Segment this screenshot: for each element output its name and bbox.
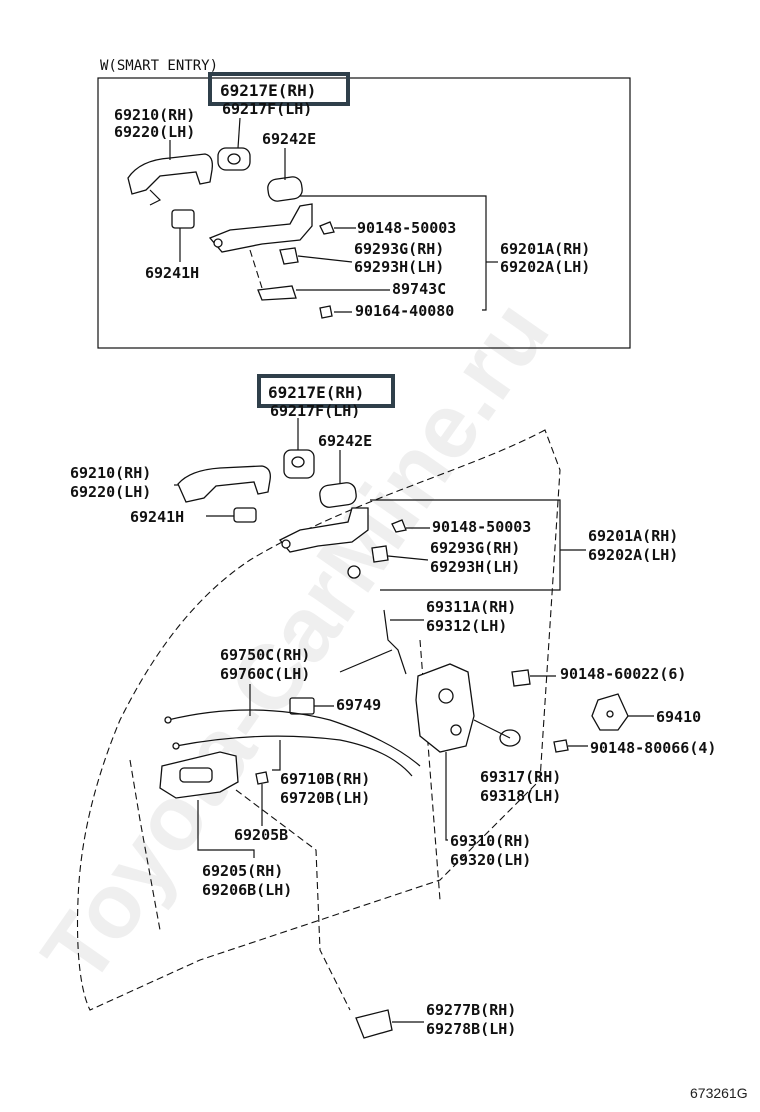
inset-label-69201A[interactable]: 69201A(RH) [500, 240, 590, 258]
main-label-69220[interactable]: 69220(LH) [70, 483, 151, 501]
inner-cover-icon[interactable] [355, 1009, 393, 1039]
lock-rod-icon[interactable] [383, 609, 407, 675]
inset-outer-handle-icon[interactable] [127, 153, 213, 195]
main-label-69720B[interactable]: 69720B(LH) [280, 789, 370, 807]
inset-label-90164-40080[interactable]: 90164-40080 [355, 302, 454, 320]
inset-pad-icon[interactable] [267, 176, 304, 203]
inset-label-69217E[interactable]: 69217E(RH) [220, 81, 316, 100]
inset-label-69242E[interactable]: 69242E [262, 130, 316, 148]
inset-bracket-icon[interactable] [257, 285, 297, 301]
inset-pad-small-icon[interactable] [171, 209, 195, 229]
lock-screw-icon[interactable] [511, 669, 531, 687]
main-label-69278B[interactable]: 69278B(LH) [426, 1020, 516, 1038]
inset-frame-icon[interactable] [208, 203, 313, 253]
main-label-69217F[interactable]: 69217F(LH) [270, 402, 360, 420]
main-label-69317[interactable]: 69317(RH) [480, 768, 561, 786]
main-label-69201A[interactable]: 69201A(RH) [588, 527, 678, 545]
bolt-icon[interactable] [347, 565, 361, 579]
main-label-69210[interactable]: 69210(RH) [70, 464, 151, 482]
inset-caption: W(SMART ENTRY) [100, 58, 218, 74]
cable-lower-icon[interactable] [175, 735, 413, 777]
handle-frame-icon[interactable] [278, 507, 369, 553]
main-highlight-box [257, 374, 395, 408]
inset-label-90148-50003[interactable]: 90148-50003 [357, 219, 456, 237]
inset-label-69241H[interactable]: 69241H [145, 264, 199, 282]
main-label-69206B[interactable]: 69206B(LH) [202, 881, 292, 899]
figure-code: 673261G [690, 1085, 748, 1101]
main-label-69320[interactable]: 69320(LH) [450, 851, 531, 869]
screw-icon[interactable] [391, 519, 407, 533]
inner-screw-icon[interactable] [255, 771, 269, 785]
inset-label-69217F[interactable]: 69217F(LH) [222, 100, 312, 118]
inset-label-69293H[interactable]: 69293H(LH) [354, 258, 444, 276]
handle-pad-icon[interactable] [319, 482, 358, 509]
cable-upper-icon[interactable] [167, 709, 421, 767]
handle-seal-icon[interactable] [233, 507, 257, 523]
main-label-69311A[interactable]: 69311A(RH) [426, 598, 516, 616]
outer-handle-icon[interactable] [177, 465, 271, 503]
main-label-69750C[interactable]: 69750C(RH) [220, 646, 310, 664]
inset-clip-icon[interactable] [279, 247, 299, 265]
main-label-69318[interactable]: 69318(LH) [480, 787, 561, 805]
main-label-69293G[interactable]: 69293G(RH) [430, 539, 520, 557]
inset-label-69202A[interactable]: 69202A(LH) [500, 258, 590, 276]
main-assembly: 69217E(RH) 69217F(LH) 69242E 69210(RH) 6… [70, 374, 716, 1039]
main-label-90148-50003[interactable]: 90148-50003 [432, 518, 531, 536]
main-label-69242E[interactable]: 69242E [318, 432, 372, 450]
main-label-69410[interactable]: 69410 [656, 708, 701, 726]
main-label-69205[interactable]: 69205(RH) [202, 862, 283, 880]
main-label-69277B[interactable]: 69277B(RH) [426, 1001, 516, 1019]
main-label-69710B[interactable]: 69710B(RH) [280, 770, 370, 788]
main-label-90148-80066[interactable]: 90148-80066(4) [590, 739, 716, 757]
main-label-69217E[interactable]: 69217E(RH) [268, 383, 364, 402]
smart-entry-inset: W(SMART ENTRY) 69217E(RH) 69217F(LH) 692… [97, 58, 631, 349]
inset-border [97, 77, 631, 349]
inset-label-69210[interactable]: 69210(RH) [114, 106, 195, 124]
main-label-69312[interactable]: 69312(LH) [426, 617, 507, 635]
inset-highlight-box [208, 72, 350, 106]
inset-screw-icon[interactable] [319, 221, 335, 235]
main-label-69205B[interactable]: 69205B [234, 826, 288, 844]
main-label-69293H[interactable]: 69293H(LH) [430, 558, 520, 576]
main-label-69749[interactable]: 69749 [336, 696, 381, 714]
door-outline [76, 429, 561, 1011]
main-label-69310[interactable]: 69310(RH) [450, 832, 531, 850]
striker-screw-icon[interactable] [553, 739, 569, 753]
inset-label-69293G[interactable]: 69293G(RH) [354, 240, 444, 258]
main-label-69241H[interactable]: 69241H [130, 508, 184, 526]
inset-screw2-icon[interactable] [319, 305, 333, 319]
cable-clamp-icon[interactable] [289, 697, 315, 715]
inset-label-69220[interactable]: 69220(LH) [114, 123, 195, 141]
main-label-69760C[interactable]: 69760C(LH) [220, 665, 310, 683]
door-lock-icon[interactable] [415, 663, 475, 753]
inset-label-89743C[interactable]: 89743C [392, 280, 446, 298]
main-label-69202A[interactable]: 69202A(LH) [588, 546, 678, 564]
clip-icon[interactable] [371, 545, 389, 563]
main-label-90148-60022[interactable]: 90148-60022(6) [560, 665, 686, 683]
